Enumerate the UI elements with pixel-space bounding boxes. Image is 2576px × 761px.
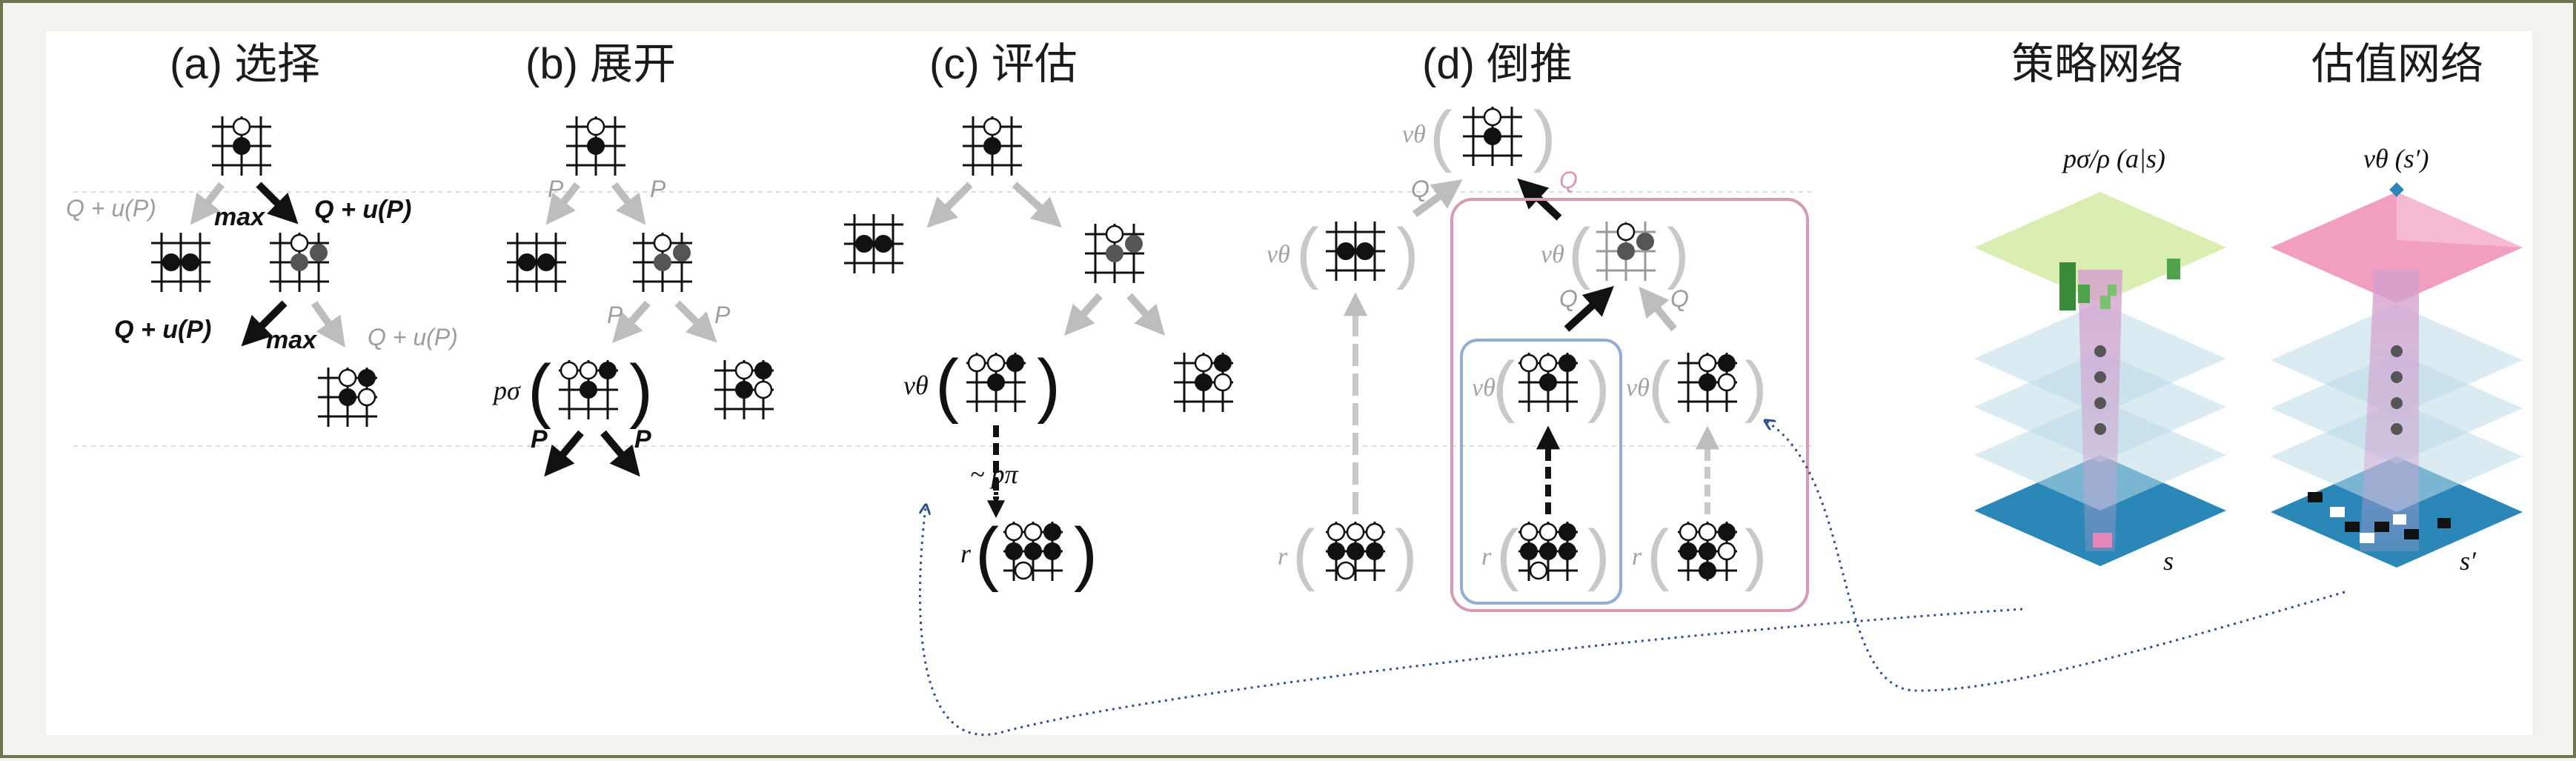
- svg-text:(: (: [1493, 348, 1516, 424]
- svg-text:): ): [629, 350, 653, 430]
- label-v-theta-low: vθ: [1472, 374, 1496, 402]
- svg-text:(: (: [1568, 215, 1591, 290]
- label-p-right: P: [650, 176, 666, 202]
- caption-expansion: (b) 展开: [525, 40, 676, 88]
- svg-text:(: (: [1296, 215, 1319, 290]
- label-max-top: max: [214, 203, 266, 231]
- svg-text:): ): [1745, 348, 1767, 424]
- backup-pink-box: [1450, 198, 1809, 612]
- caption-backup: (d) 倒推: [1422, 40, 1573, 88]
- label-p-sigma: pσ: [491, 376, 521, 405]
- expansion-tree: P P P P pσ ( ) P P: [491, 115, 775, 477]
- svg-text:(: (: [1647, 516, 1670, 592]
- label-v-theta-root: vθ: [1402, 121, 1426, 148]
- label-q-pink: Q: [1559, 167, 1578, 193]
- svg-text:): ): [1037, 345, 1060, 425]
- label-v-theta-left: vθ: [1267, 241, 1290, 268]
- label-value-formula: vθ (s′): [2363, 144, 2429, 173]
- label-q-gray: Q: [1670, 285, 1689, 312]
- label-v-theta-low-right: vθ: [1626, 374, 1650, 402]
- svg-text:): ): [1745, 516, 1767, 592]
- label-r-mid: r: [1481, 543, 1492, 571]
- label-policy-formula: pσ/ρ (a|s): [2061, 144, 2165, 173]
- label-r-eval: r: [960, 539, 972, 568]
- svg-text:): ): [1533, 98, 1556, 173]
- mcts-diagram: (a) 选择 (b) 展开 (c) 评估 (d) 倒推 策略网络 估值网络 Q …: [66, 40, 2523, 736]
- svg-text:): ): [1667, 215, 1690, 290]
- svg-text:): ): [1074, 514, 1098, 593]
- backup-tree: vθ ( ) Q Q vθ ( ) vθ ( ) Q Q vθ ( ) vθ (…: [1267, 98, 1809, 612]
- label-v-theta-mid: vθ: [1541, 241, 1564, 268]
- label-p-left: P: [548, 176, 564, 202]
- label-r-left: r: [1278, 543, 1288, 571]
- policy-network-figure: pσ/ρ (a|s) s: [1974, 144, 2226, 576]
- svg-text:): ): [1396, 215, 1419, 290]
- label-q-u-bottom-right: Q + u(P): [368, 324, 458, 350]
- svg-text:(: (: [975, 514, 999, 593]
- svg-text:(: (: [1648, 348, 1671, 424]
- label-q-left: Q: [1411, 176, 1430, 202]
- svg-text:(: (: [1292, 516, 1315, 592]
- label-p-pi: ~ pπ: [970, 459, 1018, 489]
- label-p-lower-left: P: [607, 302, 623, 328]
- label-q-black: Q: [1559, 285, 1578, 312]
- label-p-bottom-left: P: [531, 425, 548, 453]
- svg-text:(: (: [528, 350, 551, 430]
- label-q-u-bottom-left: Q + u(P): [114, 316, 211, 344]
- label-p-bottom-right: P: [634, 425, 651, 453]
- label-s: s: [2163, 546, 2174, 576]
- label-max-bottom: max: [266, 326, 318, 354]
- svg-text:): ): [1587, 348, 1610, 424]
- backup-blue-box: [1460, 339, 1622, 605]
- caption-evaluation: (c) 评估: [929, 40, 1078, 88]
- label-r-right: r: [1632, 543, 1642, 571]
- label-q-u-right: Q + u(P): [314, 196, 411, 224]
- caption-selection: (a) 选择: [170, 40, 320, 88]
- svg-text:(: (: [1496, 516, 1519, 592]
- policy-link: [918, 507, 2023, 736]
- svg-text:): ): [1587, 516, 1610, 592]
- selection-tree: Q + u(P) max Q + u(P) Q + u(P) max Q + u…: [66, 115, 458, 428]
- caption-value-network: 估值网络: [2311, 40, 2483, 88]
- value-network-figure: vθ (s′) s′: [2271, 144, 2523, 576]
- evaluation-tree: vθ ( ) ~ pπ r ( ): [843, 115, 1235, 593]
- svg-text:(: (: [935, 345, 959, 425]
- svg-text:(: (: [1430, 98, 1453, 173]
- svg-text:): ): [1395, 516, 1418, 592]
- label-q-u-left: Q + u(P): [66, 195, 156, 222]
- label-s-prime: s′: [2460, 546, 2477, 576]
- label-v-theta-eval: vθ: [903, 370, 929, 400]
- value-link: [1767, 422, 2346, 692]
- caption-policy-network: 策略网络: [2011, 40, 2183, 88]
- label-p-lower-right: P: [714, 302, 731, 328]
